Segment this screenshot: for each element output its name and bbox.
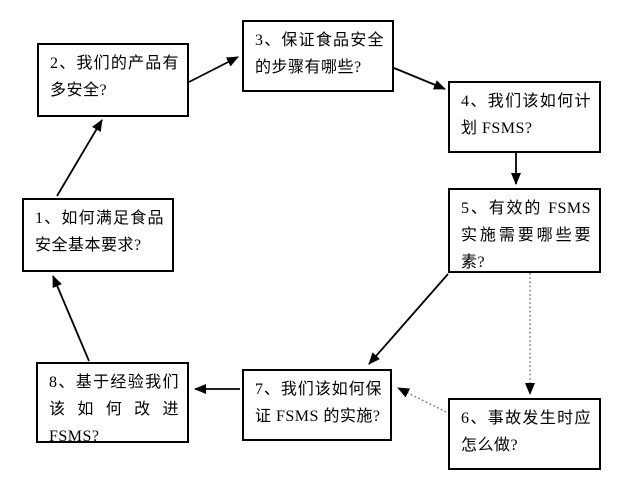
box-text-line: 5、有效的 FSMS: [461, 200, 591, 217]
box-text-line: 6、事故发生时应: [461, 410, 591, 427]
flow-box-8: 8、基于经验我们该如何改进 FSMS?: [36, 362, 189, 445]
flow-box-7: 7、我们该如何保证 FSMS 的实施?: [242, 369, 392, 441]
flow-box-2: 2、我们的产品有多安全?: [37, 43, 189, 117]
arrow-3-to-4: [393, 67, 446, 90]
box-text-line: 多安全?: [50, 82, 108, 99]
arrow-1-to-2: [56, 119, 103, 197]
arrow-2-to-3: [188, 56, 239, 83]
flow-box-3: 3、保证食品安全的步骤有哪些?: [242, 20, 394, 92]
flow-box-5: 5、有效的 FSMS 实施需要哪些要素?: [448, 188, 601, 273]
box-text-line: 该如何改进: [49, 401, 179, 418]
box-text-line: FSMS?: [49, 428, 100, 445]
arrow-8-to-1: [52, 275, 90, 362]
arrow-5-to-7: [368, 273, 449, 365]
box-text-line: 8、基于经验我们: [49, 374, 179, 391]
box-text-line: 3、保证食品安全: [255, 32, 384, 49]
flow-box-6: 6、事故发生时应怎么做?: [448, 398, 601, 470]
flow-box-1: 1、如何满足食品安全基本要求?: [22, 198, 174, 272]
box-text-line: 素?: [461, 254, 486, 271]
box-text-line: 证 FSMS 的实施?: [255, 408, 381, 425]
box-text-line: 7、我们该如何保: [255, 381, 382, 398]
box-text-line: 实施需要哪些要: [461, 227, 591, 244]
box-text-line: 4、我们该如何计: [461, 93, 591, 110]
box-text-line: 怎么做?: [461, 437, 519, 454]
box-text-line: 划 FSMS?: [461, 120, 533, 137]
box-text-line: 的步骤有哪些?: [255, 59, 362, 76]
box-text-line: 1、如何满足食品: [35, 210, 164, 227]
box-text-line: 2、我们的产品有: [50, 55, 179, 72]
arrow-6-to-7: [397, 387, 447, 413]
flow-box-4: 4、我们该如何计划 FSMS?: [448, 81, 601, 153]
box-text-line: 安全基本要求?: [35, 237, 142, 254]
